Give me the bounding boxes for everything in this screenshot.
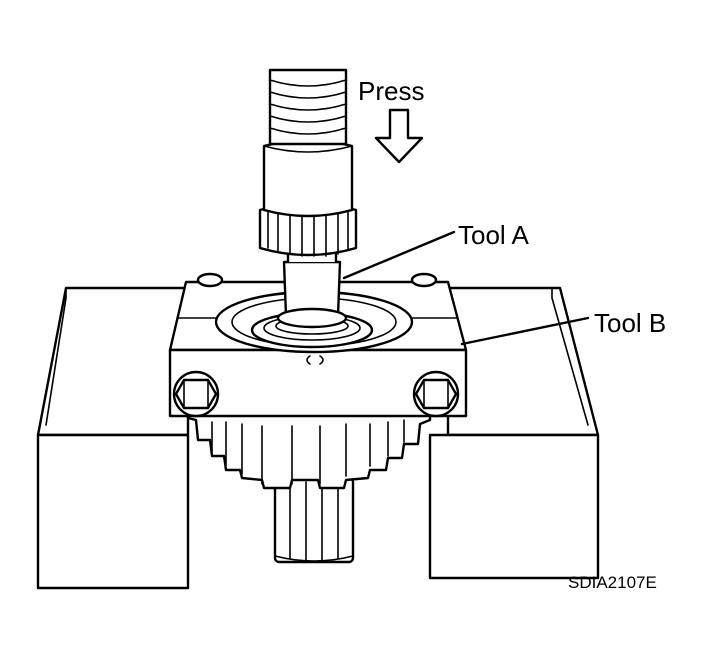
tool-a-leader-line: [342, 230, 456, 280]
press-ram: [258, 68, 358, 257]
tool-b-leader-line: [460, 316, 590, 346]
gear-teeth: [186, 408, 432, 490]
figure-code: SDIA2107E: [568, 573, 657, 592]
tool-a-drift: [276, 250, 348, 329]
gear-shaft: [273, 476, 355, 564]
left-front-bolt: [172, 370, 220, 418]
left-support-block: [36, 286, 190, 590]
right-front-bolt: [412, 370, 460, 418]
press-direction-arrow-icon: [374, 108, 424, 164]
tool-b-label: Tool B: [594, 308, 666, 338]
tool-a-label: Tool A: [458, 220, 529, 250]
press-label: Press: [358, 76, 424, 106]
